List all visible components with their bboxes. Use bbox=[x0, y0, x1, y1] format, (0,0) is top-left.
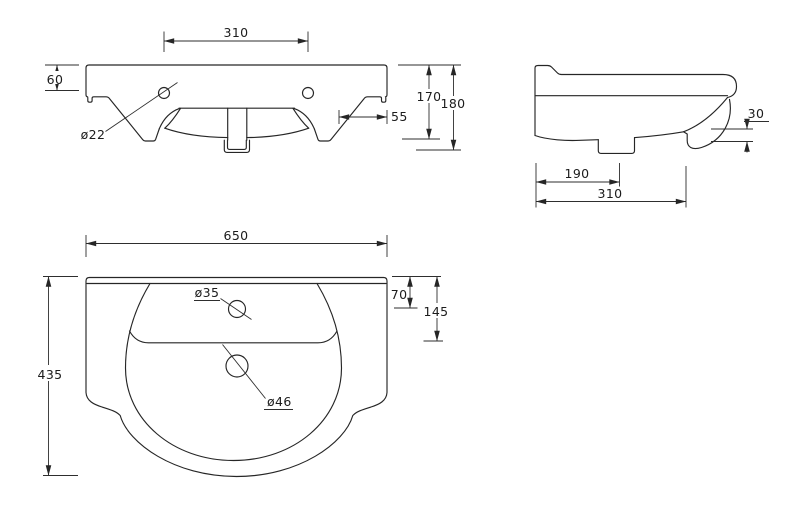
front-shoulder-right bbox=[292, 107, 315, 130]
label-backing bbox=[440, 96, 467, 110]
front-outline-left bbox=[85, 67, 160, 142]
front-view: 310 60 ø22 55 170 180 bbox=[45, 25, 467, 153]
dim-label-o35: ø35 bbox=[195, 285, 220, 300]
dim-front-tap-spacing: 310 bbox=[163, 25, 309, 52]
dim-label-650: 650 bbox=[223, 228, 248, 243]
leader-plan-tap-hole: ø35 bbox=[194, 285, 252, 320]
front-outline-right bbox=[85, 64, 388, 142]
dim-label-310-side: 310 bbox=[597, 186, 622, 201]
label-backing bbox=[421, 303, 452, 318]
front-bowl-underside bbox=[164, 127, 310, 139]
dim-plan-overall-depth: 435 bbox=[34, 276, 78, 476]
front-shoulder-left bbox=[158, 107, 182, 130]
dim-label-145: 145 bbox=[423, 304, 448, 319]
side-waste-tab bbox=[597, 137, 636, 154]
dim-label-o22: ø22 bbox=[81, 127, 106, 142]
dim-front-overhang: 55 bbox=[338, 109, 408, 124]
plan-bowl-back-edge bbox=[128, 330, 338, 344]
front-tap-hole-left bbox=[157, 86, 171, 100]
dim-plan-overall-width: 650 bbox=[85, 228, 388, 257]
dim-front-ledge-height: 60 bbox=[45, 64, 79, 91]
dim-label-60: 60 bbox=[47, 72, 64, 87]
dim-label-190: 190 bbox=[564, 166, 589, 181]
dim-plan-offsets: 70 145 bbox=[391, 276, 452, 342]
front-waste-tab bbox=[223, 107, 251, 153]
dim-label-310-front: 310 bbox=[223, 25, 248, 40]
plan-outline bbox=[85, 276, 388, 478]
dim-label-70: 70 bbox=[391, 287, 408, 302]
leader-line bbox=[222, 344, 266, 399]
plan-waste-hole bbox=[225, 354, 249, 378]
label-backing bbox=[416, 89, 443, 103]
front-tap-hole-right bbox=[301, 86, 315, 100]
leader-line bbox=[105, 82, 178, 132]
side-bowl-front-curve bbox=[682, 96, 729, 133]
extension-lines bbox=[711, 128, 753, 142]
dim-front-heights: 170 180 bbox=[398, 64, 467, 151]
dim-label-30: 30 bbox=[748, 106, 765, 121]
leader-front-tap-hole: ø22 bbox=[81, 82, 178, 142]
dim-label-o46: ø46 bbox=[267, 394, 292, 409]
side-apron-leaf bbox=[682, 98, 731, 150]
label-backing bbox=[45, 71, 66, 84]
dim-label-170: 170 bbox=[416, 89, 441, 104]
dim-label-180: 180 bbox=[440, 96, 465, 111]
side-outline-top bbox=[534, 64, 738, 137]
side-bottom bbox=[534, 131, 685, 142]
leader-line bbox=[220, 298, 252, 320]
dim-label-435: 435 bbox=[37, 367, 62, 382]
dim-side-apron-lip: 30 bbox=[711, 106, 769, 153]
label-backing bbox=[34, 365, 65, 381]
leader-plan-waste-hole: ø46 bbox=[222, 344, 293, 410]
side-view: 30 190 310 bbox=[534, 64, 769, 208]
plan-tap-hole bbox=[227, 299, 247, 319]
extension-lines bbox=[45, 64, 79, 91]
plan-view: ø35 ø46 650 435 70 145 bbox=[34, 228, 452, 478]
plan-bowl-inner-rim bbox=[124, 282, 343, 462]
dim-label-55: 55 bbox=[391, 109, 408, 124]
dim-side-depths: 190 310 bbox=[535, 163, 687, 208]
